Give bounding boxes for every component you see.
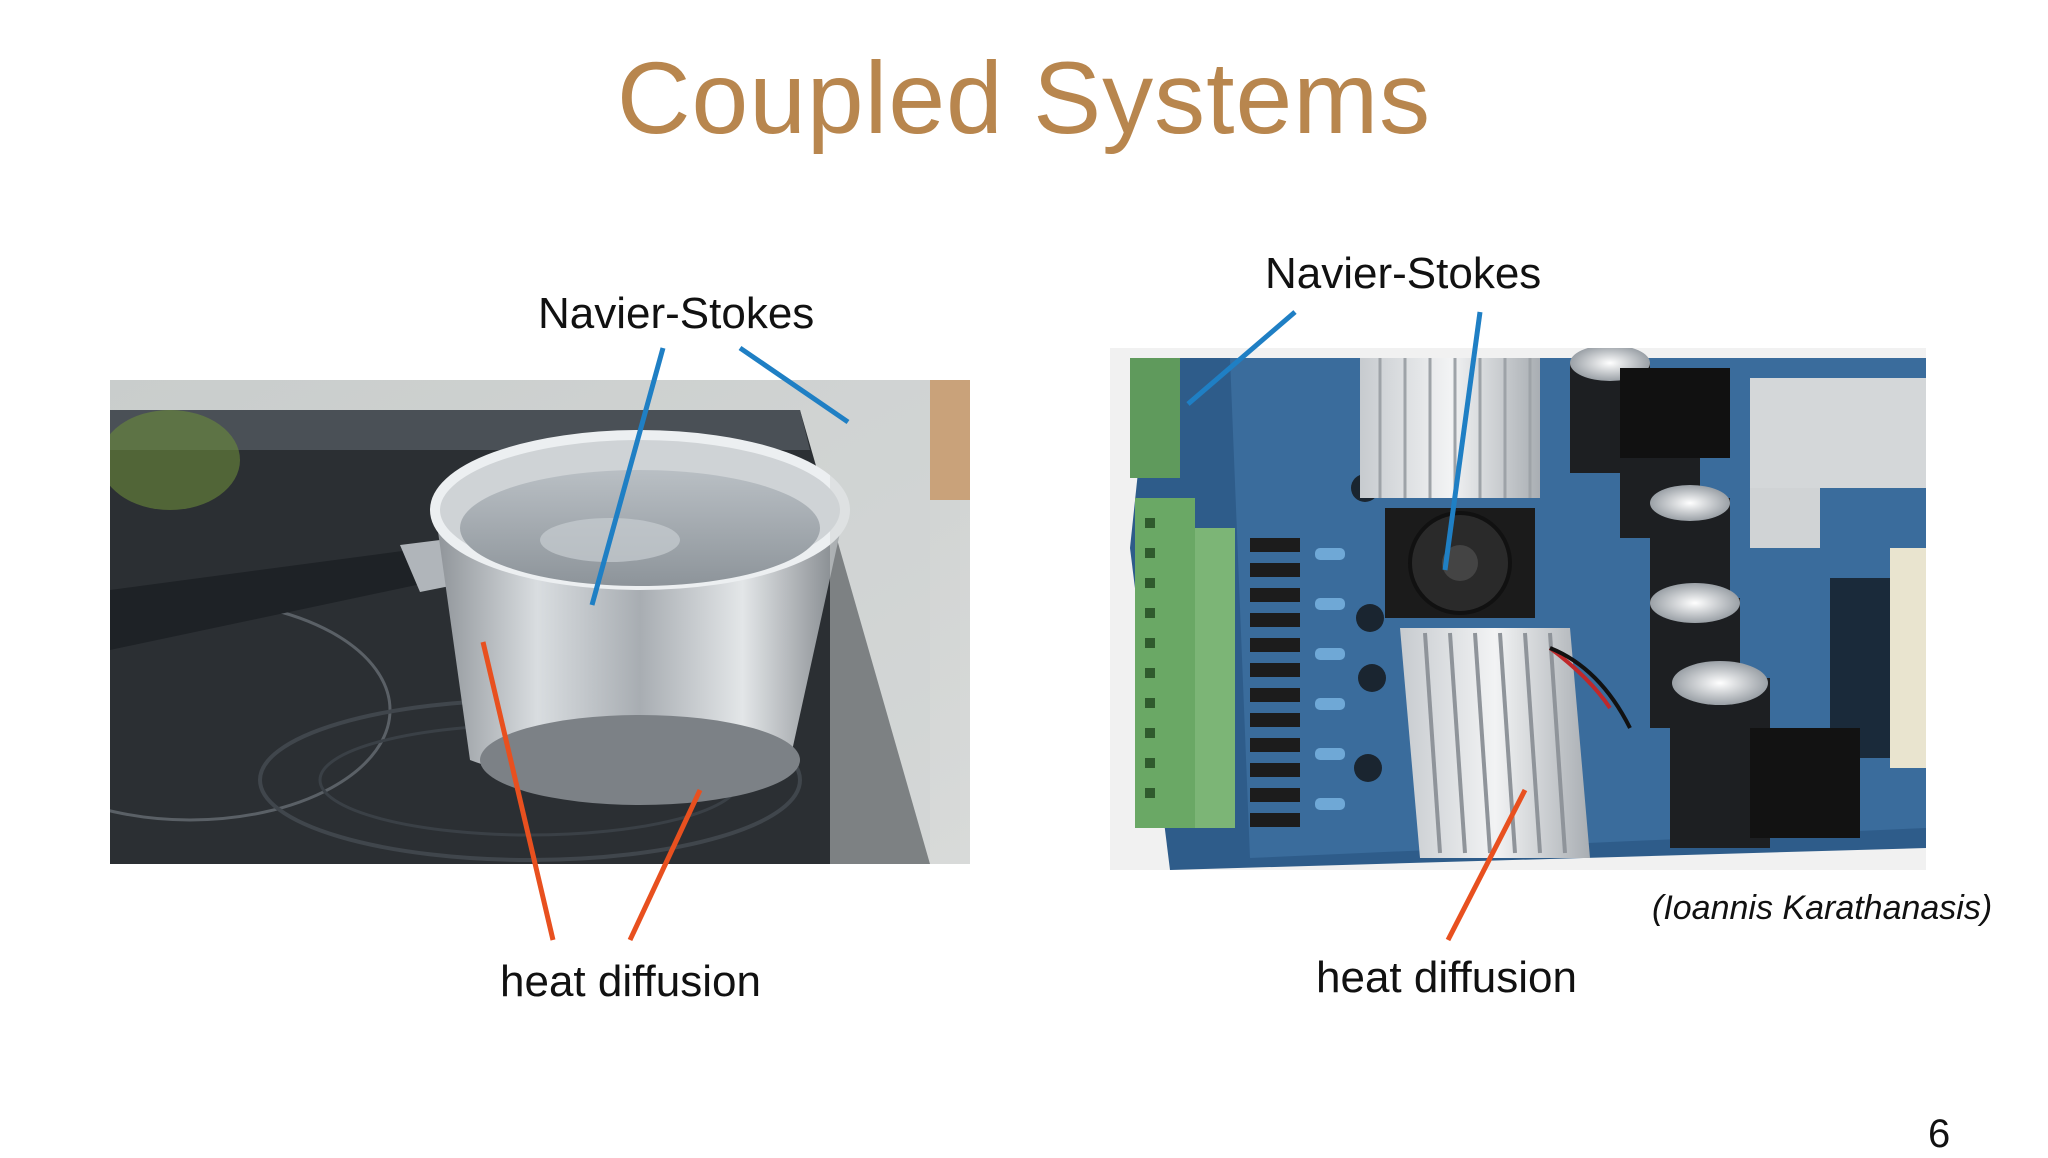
- circuit-board-photo: [1110, 348, 1926, 870]
- left-heat-diffusion-label: heat diffusion: [500, 957, 761, 1006]
- right-heat-diffusion-label: heat diffusion: [1316, 953, 1577, 1002]
- slide-title: Coupled Systems: [616, 41, 1432, 155]
- left-navier-stokes-label: Navier-Stokes: [538, 289, 815, 338]
- circuit-board-illustration: [1110, 348, 1926, 870]
- right-navier-stokes-label: Navier-Stokes: [1265, 249, 1542, 298]
- saucepan-photo: [110, 380, 970, 864]
- page-number: 6: [1928, 1112, 1951, 1156]
- photo-credit: (Ioannis Karathanasis): [1652, 889, 1993, 927]
- saucepan-illustration: [110, 380, 970, 864]
